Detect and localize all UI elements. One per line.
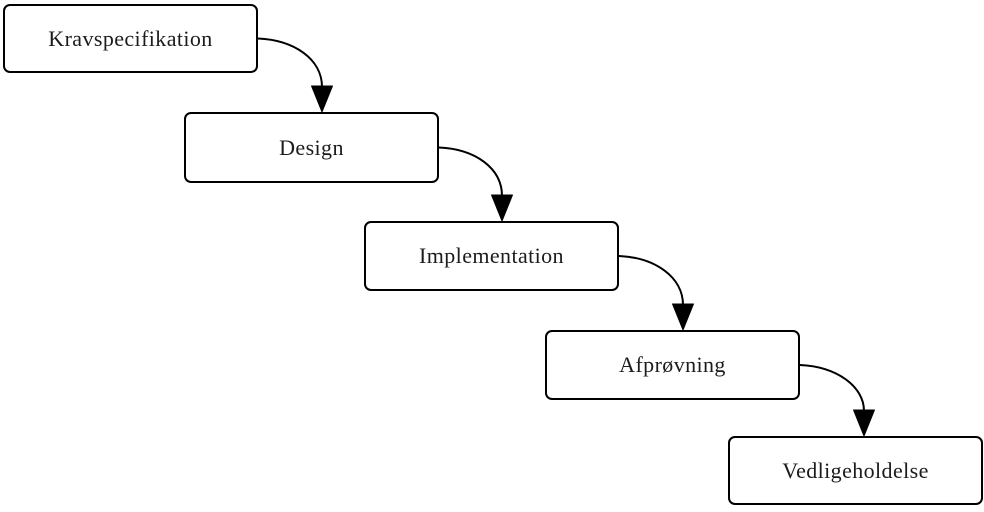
flow-box-label: Design: [279, 134, 344, 160]
arrowhead-down-icon: [311, 85, 333, 113]
flow-box-vedligeholdelse: Vedligeholdelse: [728, 436, 983, 505]
connector-line: [438, 146, 503, 197]
flow-box-label: Vedligeholdelse: [782, 457, 929, 483]
arrowhead-down-icon: [491, 194, 513, 222]
flow-box-kravspecifikation: Kravspecifikation: [3, 4, 258, 73]
flow-box-label: Kravspecifikation: [48, 25, 213, 51]
edge-implementation-to-afprovning: [618, 255, 694, 331]
edge-kravspecifikation-to-design: [257, 37, 333, 113]
connector-line: [257, 37, 323, 88]
arrowhead-down-icon: [853, 409, 875, 437]
edge-design-to-implementation: [438, 146, 513, 222]
flow-box-afprovning: Afprøvning: [545, 330, 800, 400]
flow-box-label: Implementation: [419, 243, 564, 268]
edge-afprovning-to-vedligeholdelse: [799, 364, 875, 437]
connector-line: [799, 364, 865, 412]
flow-box-design: Design: [184, 112, 439, 183]
flow-box-label: Afprøvning: [619, 352, 726, 377]
arrowhead-down-icon: [672, 303, 694, 331]
connector-line: [618, 255, 684, 306]
flow-box-implementation: Implementation: [364, 221, 619, 291]
